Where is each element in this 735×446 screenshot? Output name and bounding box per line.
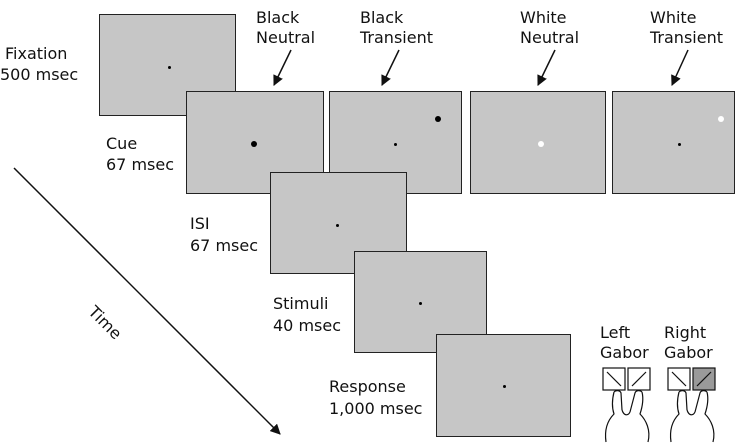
fixation-label: Fixation — [5, 44, 68, 63]
stimuli-duration: 40 msec — [273, 316, 342, 335]
cue-pointer-arrows — [273, 49, 689, 86]
isi-label: ISI — [190, 214, 210, 233]
fixation-dot — [419, 302, 422, 305]
arrow-white-transient — [671, 49, 689, 86]
left-gabor-label: Left Gabor — [600, 323, 649, 362]
cue-label: Cue — [106, 134, 138, 153]
cue-dot-white — [538, 141, 544, 147]
cue-type-white-transient: White Transient — [650, 8, 723, 47]
isi-duration: 67 msec — [190, 236, 259, 255]
time-axis-arrow — [13, 167, 281, 435]
cue-type-white-neutral: White Neutral — [520, 8, 580, 47]
cue-type-black-transient: Black Transient — [360, 8, 433, 47]
cue-dot-white-peripheral — [718, 116, 724, 122]
fixation-duration: 500 msec — [0, 65, 79, 84]
arrow-black-transient — [381, 49, 400, 86]
response-label: Response — [329, 377, 406, 396]
cue-dot-black — [251, 141, 257, 147]
fixation-dot — [168, 66, 171, 69]
right-response-keys — [667, 367, 716, 391]
arrow-black-neutral — [273, 49, 292, 86]
stimuli-label: Stimuli — [273, 294, 329, 313]
left-response-keys — [602, 367, 651, 391]
cue-duration: 67 msec — [106, 155, 175, 174]
right-hand-icon — [669, 390, 715, 443]
cue-type-black-neutral: Black Neutral — [256, 8, 316, 47]
cue-screen-white-transient — [612, 91, 735, 194]
arrow-white-neutral — [537, 49, 556, 86]
right-gabor-label: Right Gabor — [664, 323, 713, 362]
fixation-dot — [503, 385, 506, 388]
fixation-dot — [336, 224, 339, 227]
response-duration: 1,000 msec — [329, 399, 423, 418]
fixation-dot — [394, 143, 397, 146]
cue-screen-white-neutral — [470, 91, 606, 194]
fixation-dot — [678, 143, 681, 146]
response-screen — [436, 334, 571, 437]
left-hand-icon — [604, 390, 650, 443]
cue-dot-black-peripheral — [435, 116, 441, 122]
